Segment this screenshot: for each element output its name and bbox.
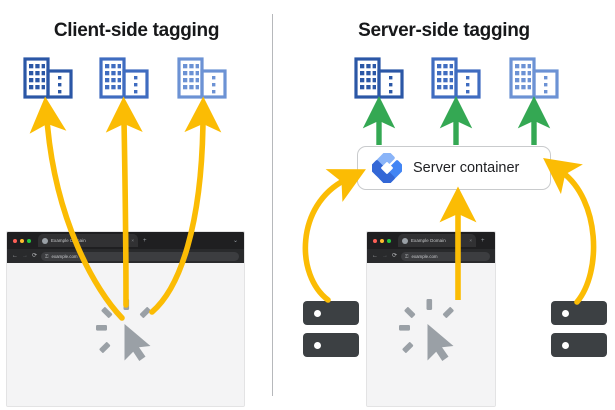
browser-urlbar-left: ← → ⟳ ⚿ example.com	[7, 249, 244, 263]
browser-tab-title: Example Domain	[411, 238, 446, 243]
browser-tab-title: Example Domain	[51, 238, 86, 243]
maximize-window-dot[interactable]	[387, 238, 391, 243]
arrow-server-right-to-container	[543, 158, 597, 305]
close-window-dot[interactable]	[13, 238, 17, 243]
reload-button[interactable]: ⟳	[32, 253, 38, 259]
browser-window-right[interactable]: Example Domain × + ← → ⟳ ⚿ example.com	[366, 231, 496, 407]
server-led-icon	[562, 309, 569, 317]
vendor-building-icon-left-2	[98, 56, 150, 100]
server-unit	[551, 301, 607, 325]
click-burst-icon-right	[399, 299, 461, 361]
browser-urlbar-right: ← → ⟳ ⚿ example.com	[367, 249, 495, 263]
browser-tab-right[interactable]: Example Domain ×	[398, 234, 476, 247]
window-controls-left[interactable]	[13, 238, 31, 243]
window-controls-right[interactable]	[373, 238, 391, 243]
favicon-icon	[42, 237, 48, 244]
favicon-icon	[402, 237, 408, 244]
maximize-window-dot[interactable]	[27, 238, 31, 243]
new-tab-button[interactable]: +	[143, 237, 147, 244]
server-unit	[303, 301, 359, 325]
panel-title-server-side: Server-side tagging	[358, 20, 530, 41]
server-container-label: Server container	[413, 160, 520, 176]
browser-tabbar-left: Example Domain × + ⌄	[7, 232, 244, 249]
server-stack-left	[303, 301, 359, 365]
chevron-down-icon[interactable]: ⌄	[232, 238, 238, 244]
address-bar-url: example.com	[411, 253, 438, 259]
panel-divider	[272, 14, 273, 396]
tab-close-icon[interactable]: ×	[131, 238, 134, 243]
server-container-box[interactable]: Server container	[357, 146, 551, 190]
minimize-window-dot[interactable]	[20, 238, 24, 243]
click-burst-icon-left	[96, 299, 158, 361]
panel-title-client-side: Client-side tagging	[53, 20, 220, 41]
server-stack-right	[551, 301, 607, 365]
server-unit	[303, 333, 359, 357]
new-tab-button[interactable]: +	[481, 237, 485, 244]
forward-button[interactable]: →	[22, 253, 28, 259]
address-bar-url: example.com	[51, 253, 78, 259]
reload-button[interactable]: ⟳	[392, 253, 398, 259]
address-bar-right[interactable]: ⚿ example.com	[401, 251, 490, 261]
back-button[interactable]: ←	[12, 253, 18, 259]
vendor-building-icon-left-1	[22, 56, 74, 100]
lock-icon: ⚿	[405, 253, 409, 259]
arrow-server-left-to-container	[302, 169, 366, 303]
vendor-building-icon-left-3	[176, 56, 228, 100]
google-tag-manager-icon	[372, 153, 402, 183]
tab-close-icon[interactable]: ×	[469, 238, 472, 243]
browser-tabbar-right: Example Domain × +	[367, 232, 495, 249]
vendor-building-icon-right-3	[508, 56, 560, 100]
back-button[interactable]: ←	[372, 253, 378, 259]
server-led-icon	[562, 341, 569, 349]
vendor-building-icon-right-1	[353, 56, 405, 100]
forward-button[interactable]: →	[382, 253, 388, 259]
server-unit	[551, 333, 607, 357]
server-led-icon	[314, 341, 321, 349]
close-window-dot[interactable]	[373, 238, 377, 243]
vendor-building-icon-right-2	[430, 56, 482, 100]
minimize-window-dot[interactable]	[380, 238, 384, 243]
browser-tab-left[interactable]: Example Domain ×	[38, 234, 138, 247]
address-bar-left[interactable]: ⚿ example.com	[41, 251, 239, 261]
server-led-icon	[314, 309, 321, 317]
lock-icon: ⚿	[45, 253, 49, 259]
